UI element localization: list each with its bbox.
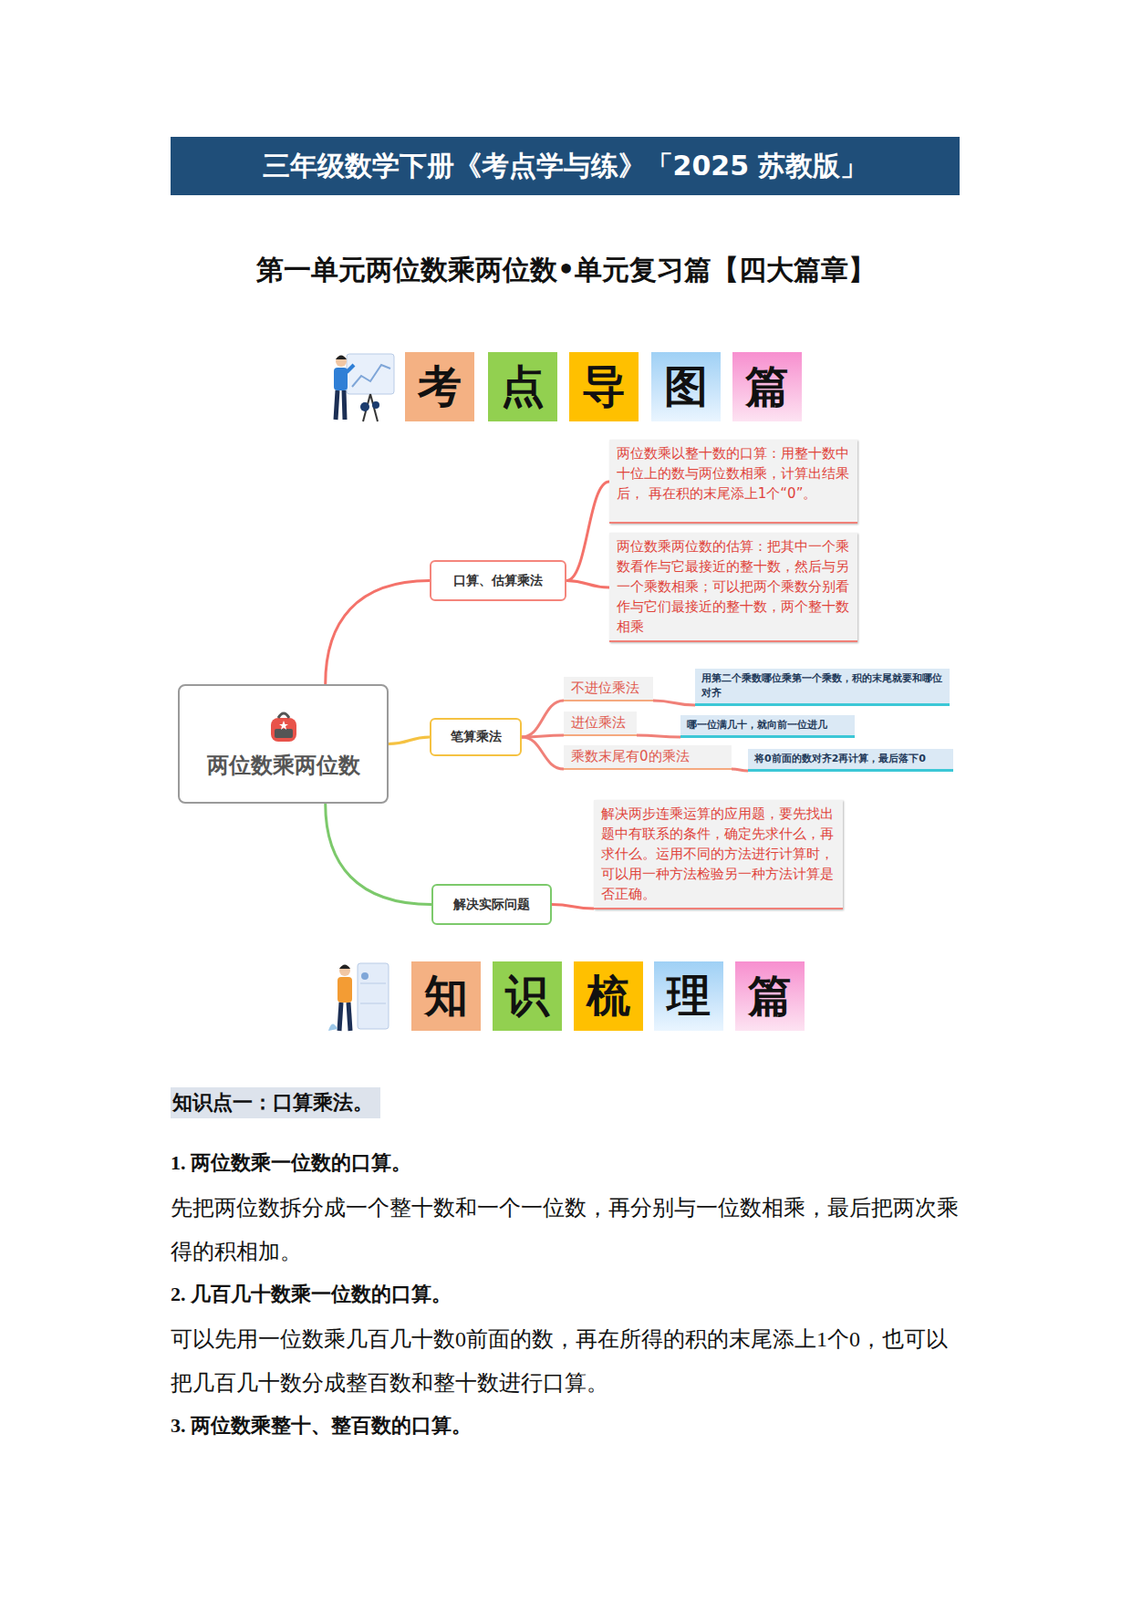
node-text: 导 [581, 357, 626, 416]
teacher-illustration [333, 353, 395, 422]
branch-connector [551, 904, 594, 910]
point-heading: 2. 几百几十数乘一位数的口算。 [170, 1280, 452, 1309]
branch-connector [566, 481, 610, 582]
sub-topic: 乘数末尾有0的乘法 [563, 745, 732, 770]
branch-connector [521, 737, 564, 769]
detail-box: 两位数乘以整十数的口算：用整十数中十位上的数与两位数相乘，计算出结果后， 再在积… [609, 439, 858, 524]
subtitle: 第一单元两位数乘两位数•单元复习篇【四大篇章】 [109, 251, 1023, 290]
branch-connector [388, 737, 430, 745]
detail-box: 解决两步连乘运算的应用题，要先找出题中有联系的条件，确定先求什么，再求什么。运用… [593, 799, 843, 910]
banner-tile: 导 [569, 352, 639, 422]
header-bar [170, 136, 960, 196]
branch-topic: 笔算乘法 [429, 717, 522, 757]
detail-box: 两位数乘两位数的估算：把其中一个乘数看作与它最接近的整十数，然后与另一个乘数相乘… [609, 532, 858, 643]
branch-topic: 口算、估算乘法 [429, 560, 567, 602]
node-text: 笔算乘法 [450, 728, 502, 746]
node-text: 将0前面的数对齐2再计算，最后落下0 [754, 751, 947, 767]
node-text: 理 [666, 966, 711, 1026]
note-box: 哪一位满几十，就向前一位进几 [680, 715, 855, 738]
backpack-icon [265, 708, 302, 746]
banner-tile: 篇 [735, 961, 805, 1031]
branch-topic: 解决实际问题 [431, 883, 552, 925]
root-label: 两位数乘两位数 [207, 750, 361, 780]
header-title: 三年级数学下册《考点学与练》「2025 苏教版」 [170, 136, 960, 196]
node-text: 识 [505, 966, 550, 1026]
node-text: 两位数乘两位数的估算：把其中一个乘数看作与它最接近的整十数，然后与另一个乘数相乘… [616, 536, 851, 637]
branch-connector [325, 803, 432, 905]
branch-connector [566, 581, 610, 589]
banner-tile: 图 [651, 352, 721, 422]
banner-tile: 篇 [732, 352, 802, 422]
section-heading: 知识点一：口算乘法。 [170, 1087, 381, 1119]
node-text: 用第二个乘数哪位乘第一个乘数，积的末尾就要和哪位对齐 [701, 671, 944, 701]
node-text: 口算、估算乘法 [453, 572, 543, 590]
branch-connector [731, 768, 748, 771]
student-illustration [328, 963, 389, 1031]
root-topic: 两位数乘两位数 [177, 684, 389, 804]
paragraph: 先把两位数拆分成一个整十数和一个一位数，再分别与一位数相乘，最后把两次乘得的积相… [170, 1185, 961, 1274]
node-text: 篇 [747, 966, 792, 1026]
node-text: 知 [424, 966, 468, 1026]
banner-tile: 点 [488, 352, 558, 422]
note-box: 用第二个乘数哪位乘第一个乘数，积的末尾就要和哪位对齐 [695, 668, 950, 707]
paragraph: 可以先用一位数乘几百几十数0前面的数，再在所得的积的末尾添上1个0，也可以把几百… [170, 1317, 961, 1405]
branch-connector [521, 700, 564, 738]
point-heading: 1. 两位数乘一位数的口算。 [170, 1149, 412, 1177]
node-text: 梳 [586, 966, 631, 1026]
note-box: 将0前面的数对齐2再计算，最后落下0 [747, 748, 954, 772]
branch-connector [636, 735, 681, 738]
branch-connector [325, 581, 430, 686]
banner-tile: 理 [654, 961, 724, 1031]
point-heading: 3. 两位数乘整十、整百数的口算。 [170, 1412, 472, 1440]
banner-tile: 知 [411, 961, 481, 1031]
node-text: 考 [417, 357, 462, 416]
node-text: 解决两步连乘运算的应用题，要先找出题中有联系的条件，确定先求什么，再求什么。运用… [601, 803, 836, 904]
node-text: 点 [500, 357, 545, 416]
banner-tile: 识 [492, 961, 562, 1031]
node-text: 两位数乘以整十数的口算：用整十数中十位上的数与两位数相乘，计算出结果后， 再在积… [616, 443, 851, 504]
banner-tile: 梳 [573, 961, 644, 1031]
node-text: 进位乘法 [571, 714, 630, 732]
node-text: 解决实际问题 [453, 896, 530, 914]
node-text: 乘数末尾有0的乘法 [571, 747, 725, 766]
sub-topic: 进位乘法 [563, 711, 637, 737]
node-text: 图 [664, 357, 708, 416]
node-text: 篇 [745, 357, 790, 416]
branch-connector [653, 700, 696, 706]
banner-tile: 考 [405, 352, 475, 422]
node-text: 不进位乘法 [571, 679, 646, 697]
node-text: 哪一位满几十，就向前一位进几 [686, 717, 849, 733]
sub-topic: 不进位乘法 [563, 676, 654, 702]
